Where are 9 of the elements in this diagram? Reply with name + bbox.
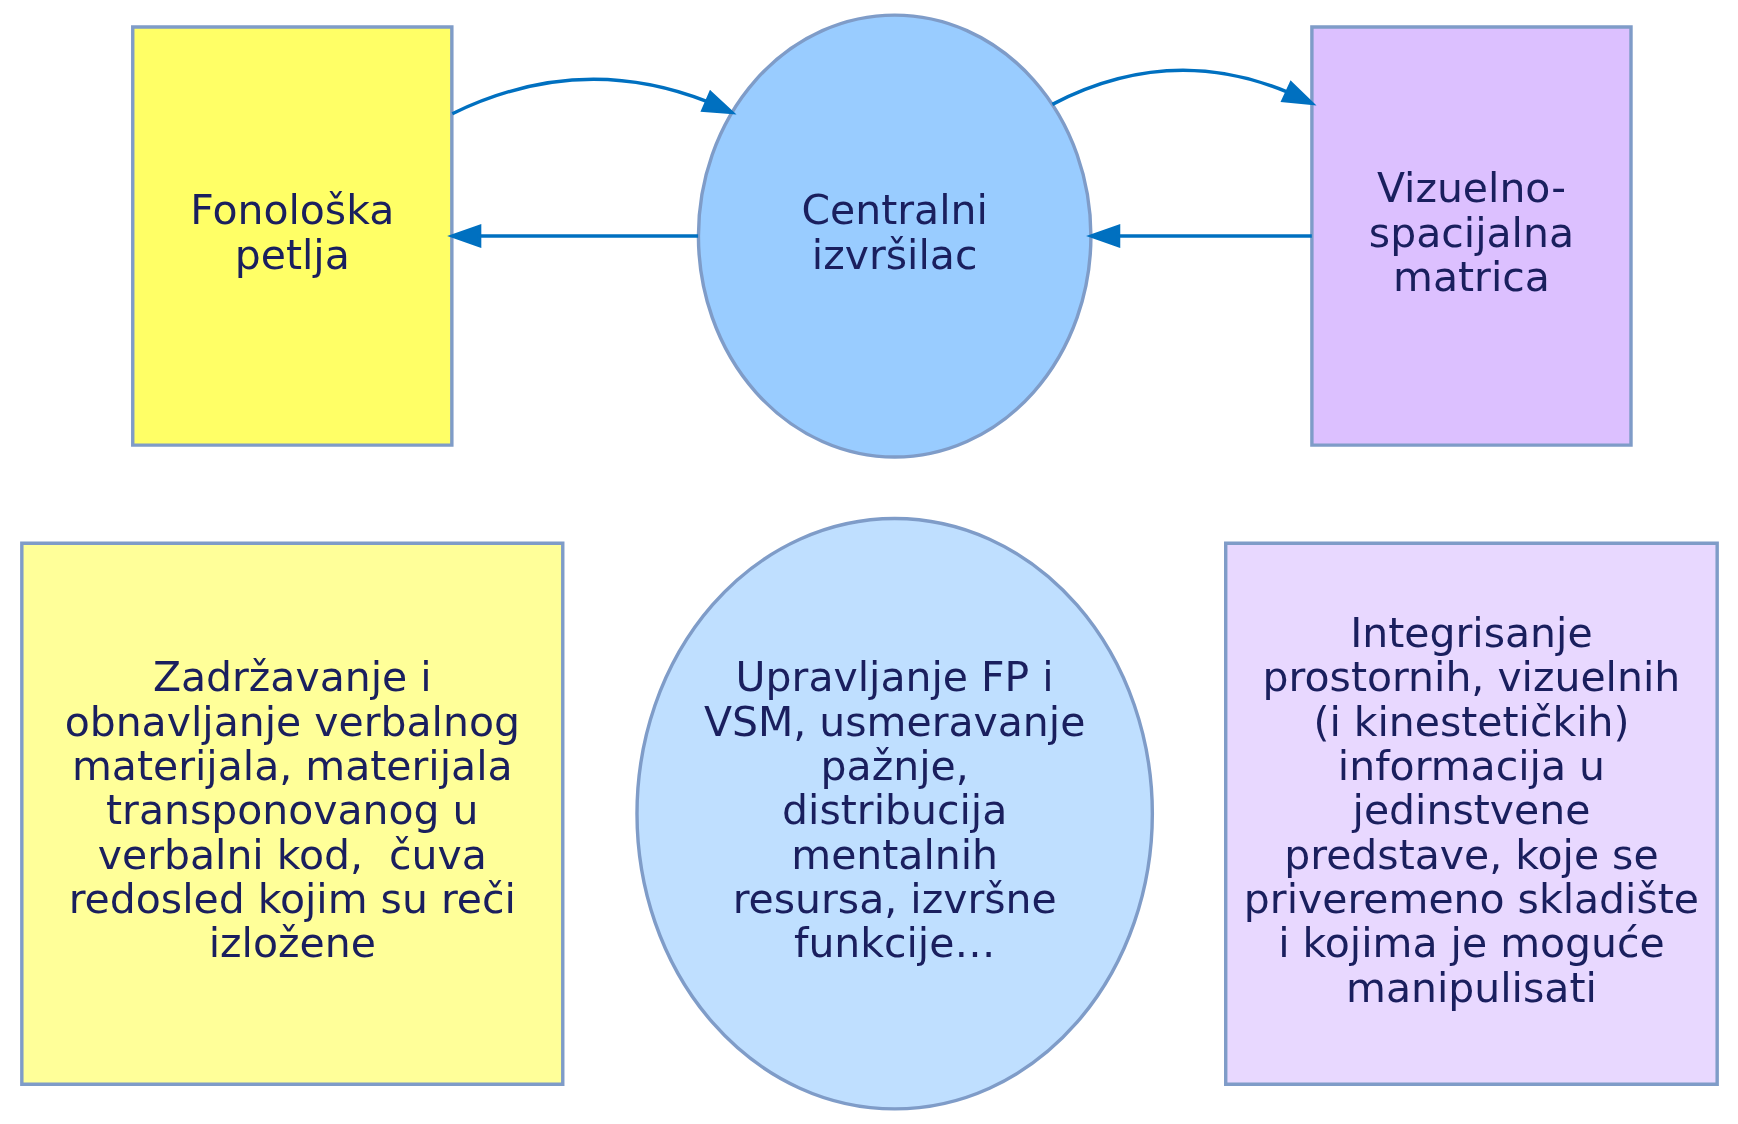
- arrow: [1051, 68, 1317, 106]
- node-box: Zadržavanje i obnavljanje verbalnog materijala, materijala transponovanog u verbalni kod, čuva redosled kojim su reči izložene: [19, 541, 564, 1086]
- arrow: [1085, 224, 1312, 249]
- node-box: Integrisanje prostornih, vizuelnih (i kinestetičkih) informacija u jedinstvene predstave, koje se priveremeno skladište i kojima je moguće manipulisati: [1223, 541, 1719, 1086]
- arrow: [451, 77, 737, 116]
- node-box: Fonološka petlja: [130, 25, 454, 447]
- node-ellipse: Upravljanje FP i VSM, usmeravanje pažnje, distribucija mentalnih resursa, izvršne funkcije…: [634, 516, 1154, 1111]
- arrow: [446, 224, 698, 249]
- node-box: Vizuelno-spacijalna matrica: [1309, 25, 1633, 447]
